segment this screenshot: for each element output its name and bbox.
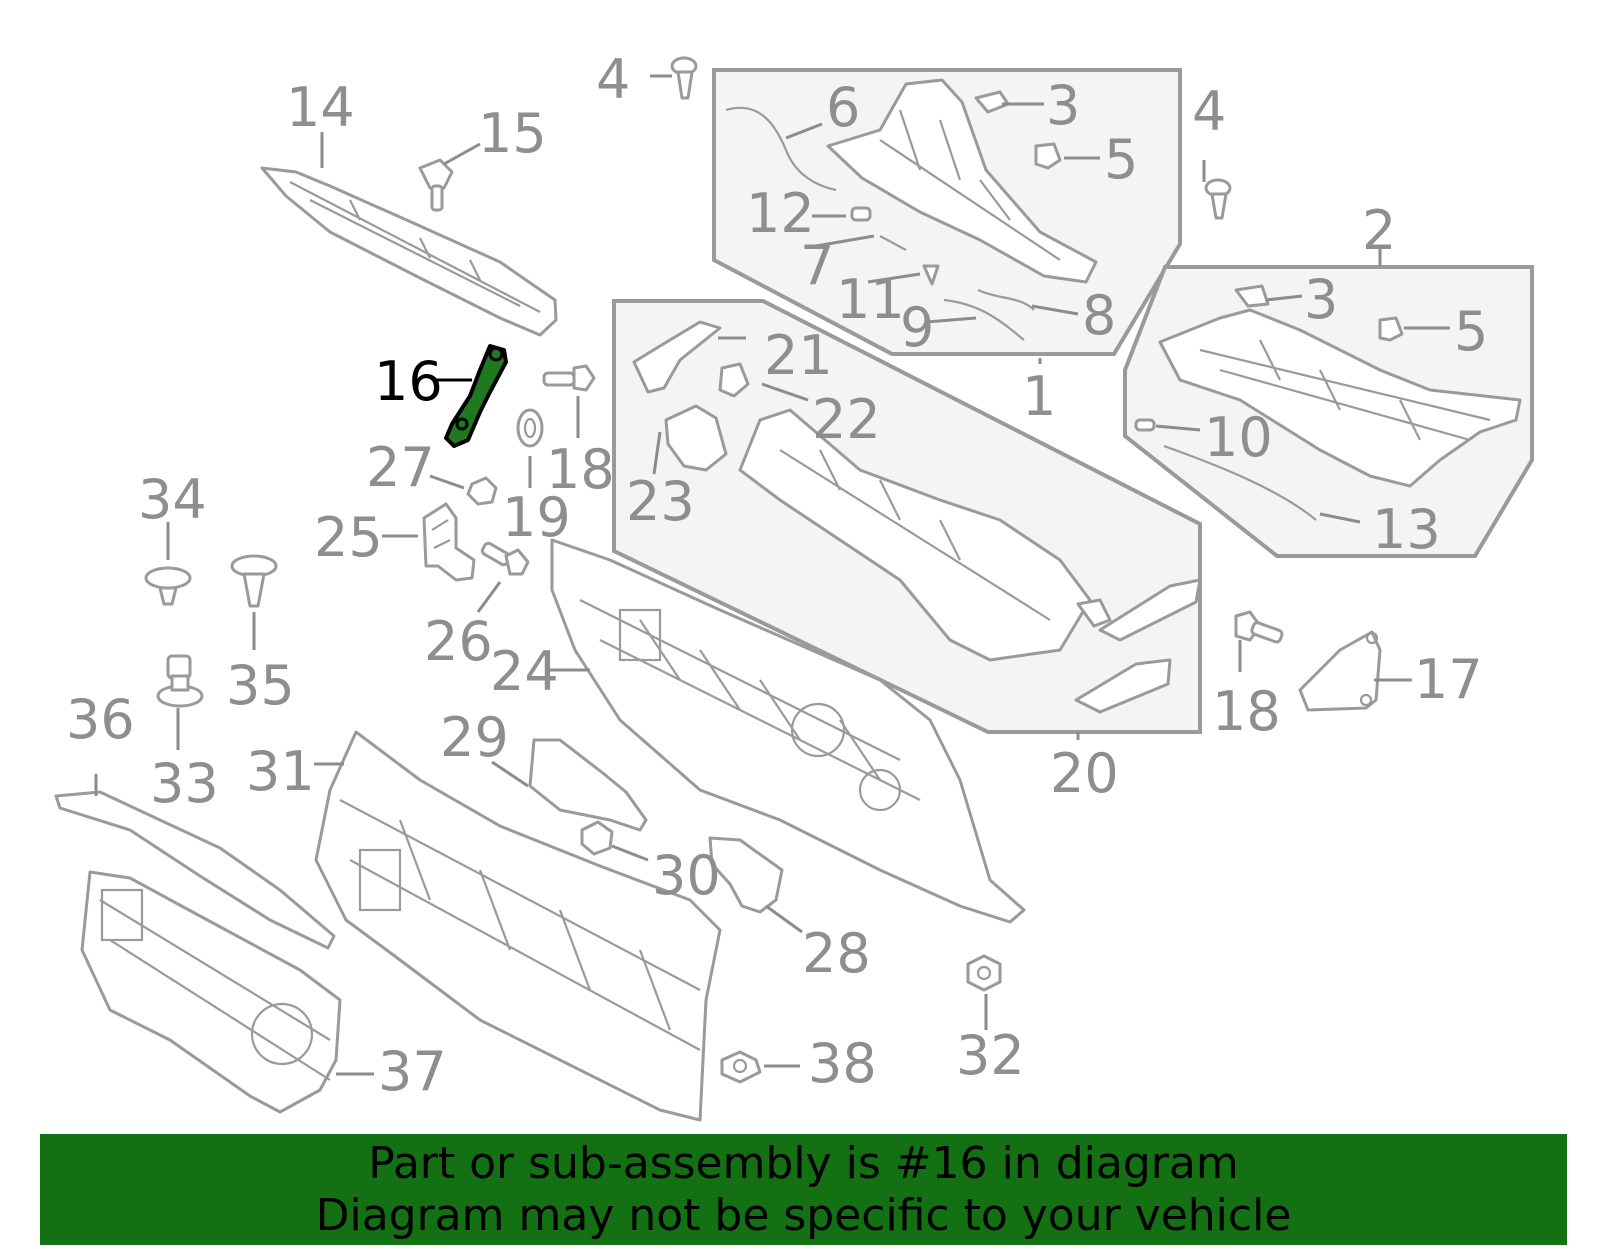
part-36-seal (54, 790, 336, 950)
callout-2: 2 (1362, 199, 1396, 262)
banner-line-1: Part or sub-assembly is #16 in diagram (368, 1137, 1239, 1189)
callout-18b: 18 (1212, 680, 1281, 743)
info-banner: Part or sub-assembly is #16 in diagram D… (40, 1134, 1567, 1245)
part-4b-clip (1204, 178, 1232, 220)
part-30-nut (580, 820, 614, 856)
callout-3a: 3 (1046, 74, 1080, 137)
callout-25: 25 (314, 506, 383, 569)
part-31-insulator (314, 730, 722, 1122)
part-16-bracket (444, 344, 508, 448)
callout-13: 13 (1372, 498, 1441, 561)
part-15-bolt (418, 158, 454, 212)
part-1-cowl-assembly (725, 78, 1098, 341)
part-25-bracket (422, 502, 476, 582)
callout-30: 30 (652, 844, 721, 907)
callout-22: 22 (812, 388, 881, 451)
callout-8: 8 (1082, 284, 1116, 347)
part-38-nut (720, 1050, 762, 1084)
part-34-clip (144, 566, 192, 606)
callout-9: 9 (900, 296, 934, 359)
callout-27: 27 (366, 436, 435, 499)
part-37-insulator (80, 870, 342, 1114)
part-27-nut (466, 476, 498, 506)
callout-5a: 5 (1104, 128, 1138, 191)
callout-38: 38 (808, 1032, 877, 1095)
callout-26: 26 (424, 610, 493, 673)
callout-7: 7 (800, 234, 834, 297)
callout-5b: 5 (1454, 300, 1488, 363)
part-32-nut (966, 954, 1002, 992)
callout-33: 33 (150, 752, 219, 815)
callout-4a: 4 (596, 48, 630, 111)
callout-19: 19 (502, 486, 571, 549)
callout-18a: 18 (546, 438, 615, 501)
callout-23: 23 (626, 470, 695, 533)
part-18b-bolt (1234, 610, 1284, 644)
callout-16: 16 (374, 350, 443, 413)
callout-31: 31 (246, 740, 315, 803)
part-17-bracket (1298, 630, 1382, 712)
callout-14: 14 (286, 76, 355, 139)
callout-36: 36 (66, 688, 135, 751)
callout-20: 20 (1050, 742, 1119, 805)
callout-37: 37 (378, 1040, 447, 1103)
callout-24: 24 (490, 640, 559, 703)
banner-line-2: Diagram may not be specific to your vehi… (315, 1189, 1292, 1241)
callout-15: 15 (478, 102, 547, 165)
part-35-clip (230, 554, 278, 608)
part-4a-clip (670, 56, 698, 100)
part-14-cowl-bar (260, 166, 558, 337)
callout-17: 17 (1414, 648, 1483, 711)
part-28-bracket (708, 836, 784, 914)
callout-6: 6 (826, 76, 860, 139)
part-19-nut (516, 408, 544, 448)
callout-35: 35 (226, 654, 295, 717)
callout-4b: 4 (1192, 80, 1226, 143)
callout-28: 28 (802, 922, 871, 985)
part-24-dash-panel (550, 538, 1026, 924)
part-29-bracket (528, 738, 648, 832)
part-26-bolt (480, 541, 530, 576)
callout-10: 10 (1204, 406, 1273, 469)
callout-21: 21 (764, 324, 833, 387)
callout-11: 11 (836, 268, 905, 331)
callout-29: 29 (440, 706, 509, 769)
part-18a-bolt (542, 364, 596, 392)
part-33-fastener (156, 654, 204, 708)
callout-34: 34 (138, 468, 207, 531)
part-20-cowl-panel (632, 320, 1202, 714)
callout-32: 32 (956, 1024, 1025, 1087)
callout-1: 1 (1022, 365, 1056, 428)
callout-12: 12 (746, 182, 815, 245)
leader-lines (94, 74, 1450, 1076)
part-2-cowl-assembly (1134, 284, 1522, 521)
callout-3b: 3 (1304, 268, 1338, 331)
